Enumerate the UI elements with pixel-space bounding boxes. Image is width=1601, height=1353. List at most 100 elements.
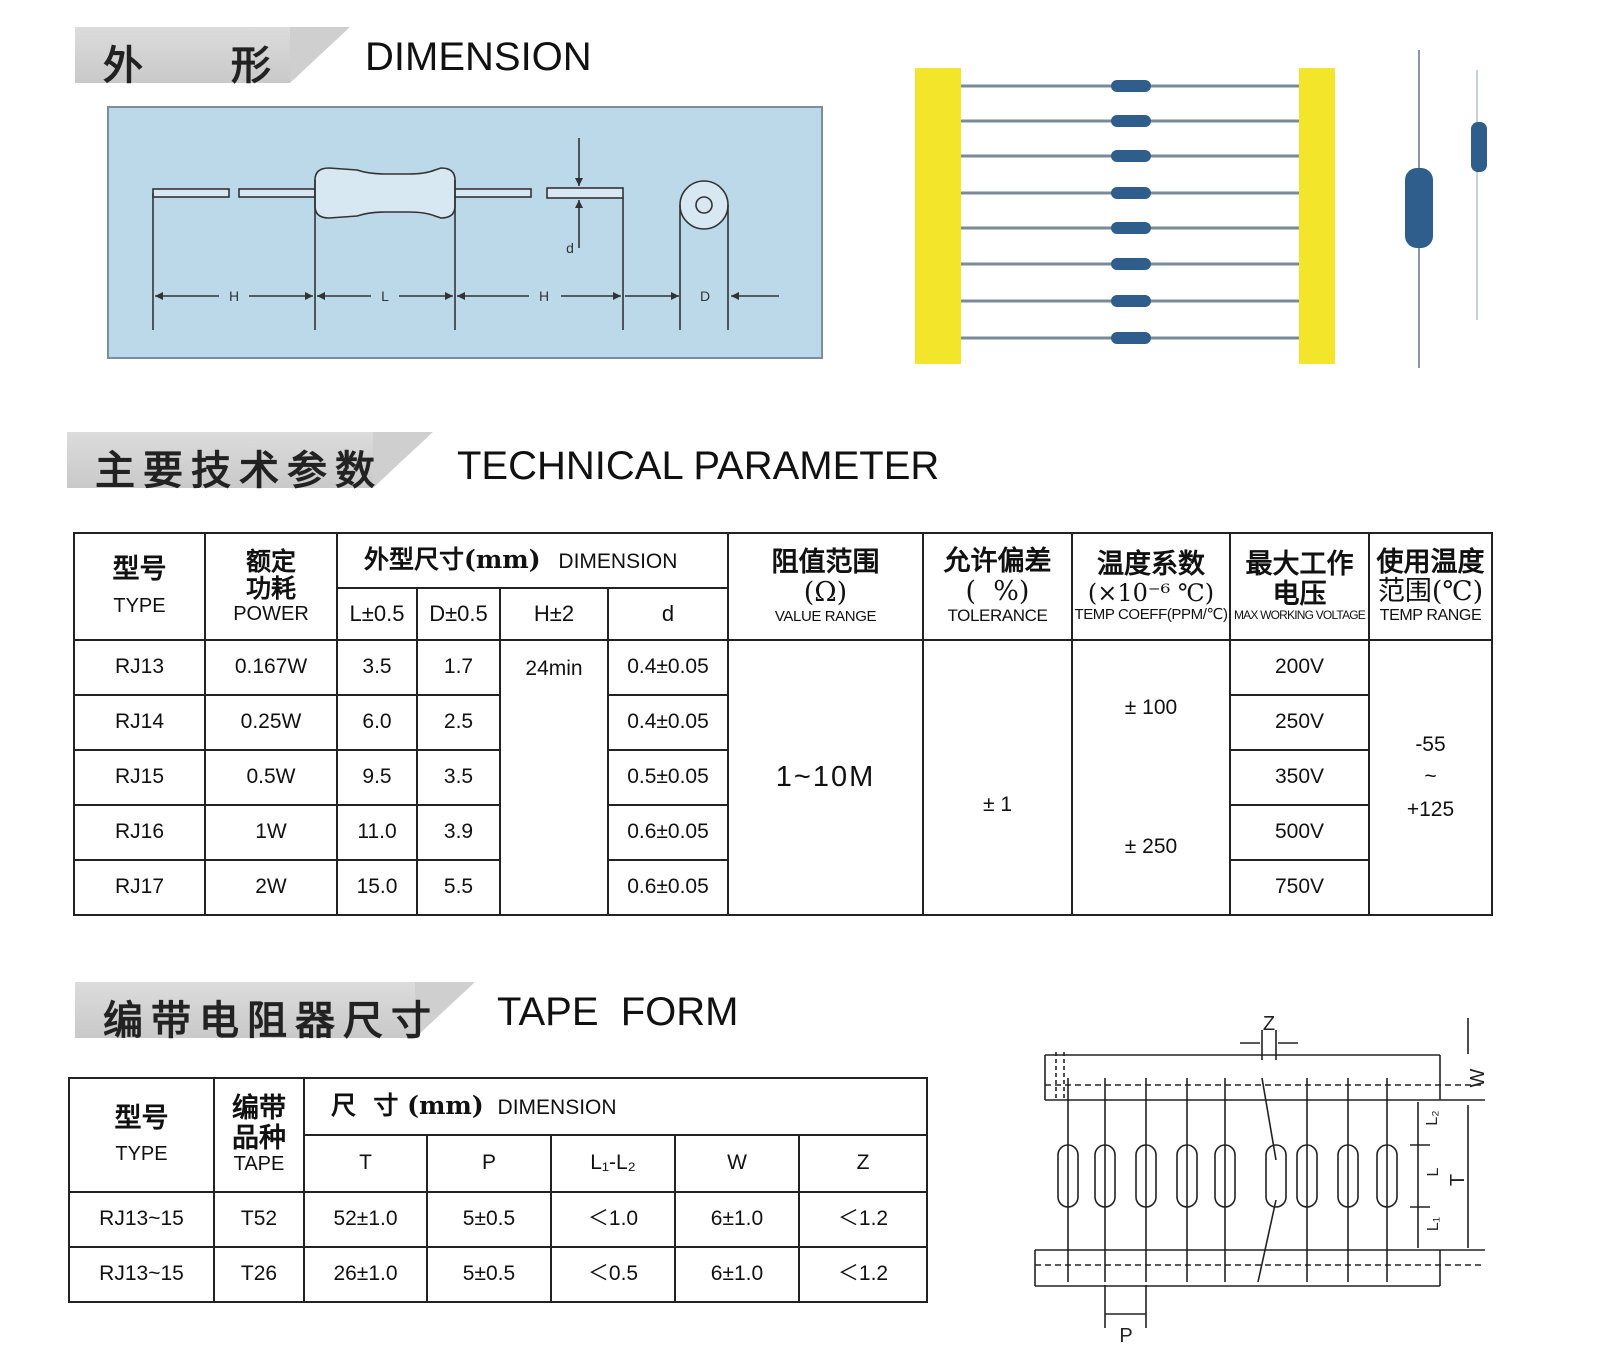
table-row: RJ13~15 T26 26±1.0 5±0.5 ＜0.5 6±1.0 ＜1.2 bbox=[68, 1246, 929, 1303]
cell-l1l2: ＜1.0 bbox=[550, 1191, 676, 1248]
th-sub-dd: d bbox=[607, 587, 729, 641]
th-l1l2: L₁-L₂ bbox=[550, 1134, 676, 1193]
cell-l: 9.5 bbox=[336, 749, 418, 806]
tape-photo-svg bbox=[915, 68, 1335, 364]
th-type: 型号 TYPE bbox=[73, 532, 206, 641]
label-h-right: H bbox=[539, 288, 549, 304]
cell-l: 15.0 bbox=[336, 859, 418, 916]
cell-l: 3.5 bbox=[336, 639, 418, 696]
resistor-photo-svg bbox=[1405, 50, 1487, 368]
dimension-banner: 外 形 DIMENSION bbox=[75, 27, 595, 89]
table-row: RJ14 0.25W 6.0 2.5 0.4±0.05 250V bbox=[73, 694, 1492, 751]
cell-power: 0.25W bbox=[204, 694, 338, 751]
label-w: W bbox=[1467, 1068, 1489, 1087]
th-t: T bbox=[303, 1134, 428, 1193]
th-sub-d: D±0.5 bbox=[416, 587, 501, 641]
cell-tape: T52 bbox=[213, 1191, 305, 1248]
cell-type: RJ13~15 bbox=[68, 1191, 215, 1248]
tape-title-cn: 编带电阻器尺寸 bbox=[103, 998, 439, 1044]
th-sub-h: H±2 bbox=[499, 587, 609, 641]
cell-power: 0.167W bbox=[204, 639, 338, 696]
table-row: RJ13~15 T52 52±1.0 5±0.5 ＜1.0 6±1.0 ＜1.2 bbox=[68, 1191, 929, 1248]
cell-l1l2: ＜0.5 bbox=[550, 1246, 676, 1303]
label-t: T bbox=[1447, 1174, 1469, 1186]
cell-voltage: 750V bbox=[1229, 859, 1370, 916]
cell-l: 6.0 bbox=[336, 694, 418, 751]
cell-value-range: 1~10M bbox=[727, 639, 924, 916]
tape-form-svg: Z W L₂ L L₁ T P bbox=[1034, 1013, 1489, 1347]
cell-type: RJ13~15 bbox=[68, 1246, 215, 1303]
th-tolerance: 允许偏差 ( %) TOLERANCE bbox=[922, 532, 1073, 641]
label-p: P bbox=[1119, 1325, 1132, 1345]
cell-temp-range: -55 ~ +125 bbox=[1368, 639, 1493, 916]
cell-tape: T26 bbox=[213, 1246, 305, 1303]
cell-voltage: 200V bbox=[1229, 639, 1370, 696]
tape-banner: 编带电阻器尺寸 TAPE FORM bbox=[75, 982, 775, 1044]
table-row: RJ17 2W 15.0 5.5 0.6±0.05 750V bbox=[73, 859, 1492, 916]
th-max-voltage: 最大工作 电压 MAX WORKING VOLTAGE bbox=[1229, 532, 1370, 641]
th-sub-l: L±0.5 bbox=[336, 587, 418, 641]
th-w: W bbox=[674, 1134, 800, 1193]
cell-t: 52±1.0 bbox=[303, 1191, 428, 1248]
technical-table: 型号 TYPE 额定功耗 POWER 外型尺寸(mm) DIMENSION 阻值… bbox=[73, 532, 1493, 916]
cell-dd: 0.6±0.05 bbox=[607, 859, 729, 916]
cell-type: RJ13 bbox=[73, 639, 206, 696]
th-z: Z bbox=[797, 1134, 929, 1193]
technical-title-cn: 主要技术参数 bbox=[95, 448, 383, 494]
label-l1: L₁ bbox=[1425, 1217, 1442, 1231]
technical-title-en: TECHNICAL PARAMETER bbox=[457, 444, 940, 488]
cell-d: 1.7 bbox=[416, 639, 501, 696]
th-dimension: 外型尺寸(mm) DIMENSION bbox=[336, 532, 729, 589]
cell-w: 6±1.0 bbox=[674, 1246, 800, 1303]
technical-banner: 主要技术参数 TECHNICAL PARAMETER bbox=[67, 432, 997, 494]
dimension-title-en: DIMENSION bbox=[365, 35, 592, 79]
label-l: L bbox=[381, 288, 389, 304]
dimension-drawing-svg: H L H d D bbox=[152, 138, 779, 330]
tape-table: 型号 TYPE 编带品种 TAPE 尺 寸 (mm) DIMENSION T P… bbox=[68, 1077, 929, 1303]
th-p: P bbox=[426, 1134, 552, 1193]
cell-z: ＜1.2 bbox=[797, 1191, 929, 1248]
tape-form-drawing: Z W L₂ L L₁ T P bbox=[1030, 1010, 1490, 1347]
cell-d: 3.5 bbox=[416, 749, 501, 806]
cell-d: 3.9 bbox=[416, 804, 501, 861]
cell-type: RJ17 bbox=[73, 859, 206, 916]
cell-power: 2W bbox=[204, 859, 338, 916]
dimension-drawing: H L H d D bbox=[107, 106, 823, 359]
label-d-small: d bbox=[566, 240, 574, 256]
cell-tolerance: ± 1 bbox=[922, 639, 1073, 916]
label-h-left: H bbox=[229, 288, 239, 304]
cell-z: ＜1.2 bbox=[797, 1246, 929, 1303]
cell-power: 1W bbox=[204, 804, 338, 861]
cell-d: 5.5 bbox=[416, 859, 501, 916]
label-d-big: D bbox=[700, 288, 710, 304]
cell-type: RJ15 bbox=[73, 749, 206, 806]
dimension-title-cn: 外 形 bbox=[103, 43, 291, 89]
th-type: 型号 TYPE bbox=[68, 1077, 215, 1193]
th-tape: 编带品种 TAPE bbox=[213, 1077, 305, 1193]
resistor-photo bbox=[1395, 50, 1505, 370]
cell-voltage: 250V bbox=[1229, 694, 1370, 751]
cell-p: 5±0.5 bbox=[426, 1246, 552, 1303]
label-z: Z bbox=[1263, 1013, 1275, 1035]
cell-d: 2.5 bbox=[416, 694, 501, 751]
cell-p: 5±0.5 bbox=[426, 1191, 552, 1248]
th-temp-range: 使用温度 范围(℃) TEMP RANGE bbox=[1368, 532, 1493, 641]
th-dimension: 尺 寸 (mm) DIMENSION bbox=[302, 1077, 929, 1136]
th-value-range: 阻值范围 (Ω) VALUE RANGE bbox=[727, 532, 924, 641]
table-row: RJ13 0.167W 3.5 1.7 24min 0.4±0.05 1~10M… bbox=[73, 639, 1493, 916]
cell-dd: 0.6±0.05 bbox=[607, 804, 729, 861]
tape-title-en: TAPE FORM bbox=[497, 990, 739, 1034]
cell-dd: 0.4±0.05 bbox=[607, 639, 729, 696]
banner-tab bbox=[75, 982, 475, 1038]
cell-w: 6±1.0 bbox=[674, 1191, 800, 1248]
table-row: RJ15 0.5W 9.5 3.5 0.5±0.05 350V bbox=[73, 749, 1492, 806]
cell-voltage: 500V bbox=[1229, 804, 1370, 861]
cell-type: RJ14 bbox=[73, 694, 206, 751]
cell-dd: 0.4±0.05 bbox=[607, 694, 729, 751]
banner-tab bbox=[75, 27, 350, 83]
cell-l: 11.0 bbox=[336, 804, 418, 861]
table-row: RJ16 1W 11.0 3.9 0.6±0.05 500V bbox=[73, 804, 1492, 861]
th-temp-coeff: 温度系数 (×10⁻⁶ ℃) TEMP COEFF(PPM/℃) bbox=[1071, 532, 1231, 641]
label-l2: L₂ bbox=[1424, 1110, 1441, 1125]
cell-power: 0.5W bbox=[204, 749, 338, 806]
